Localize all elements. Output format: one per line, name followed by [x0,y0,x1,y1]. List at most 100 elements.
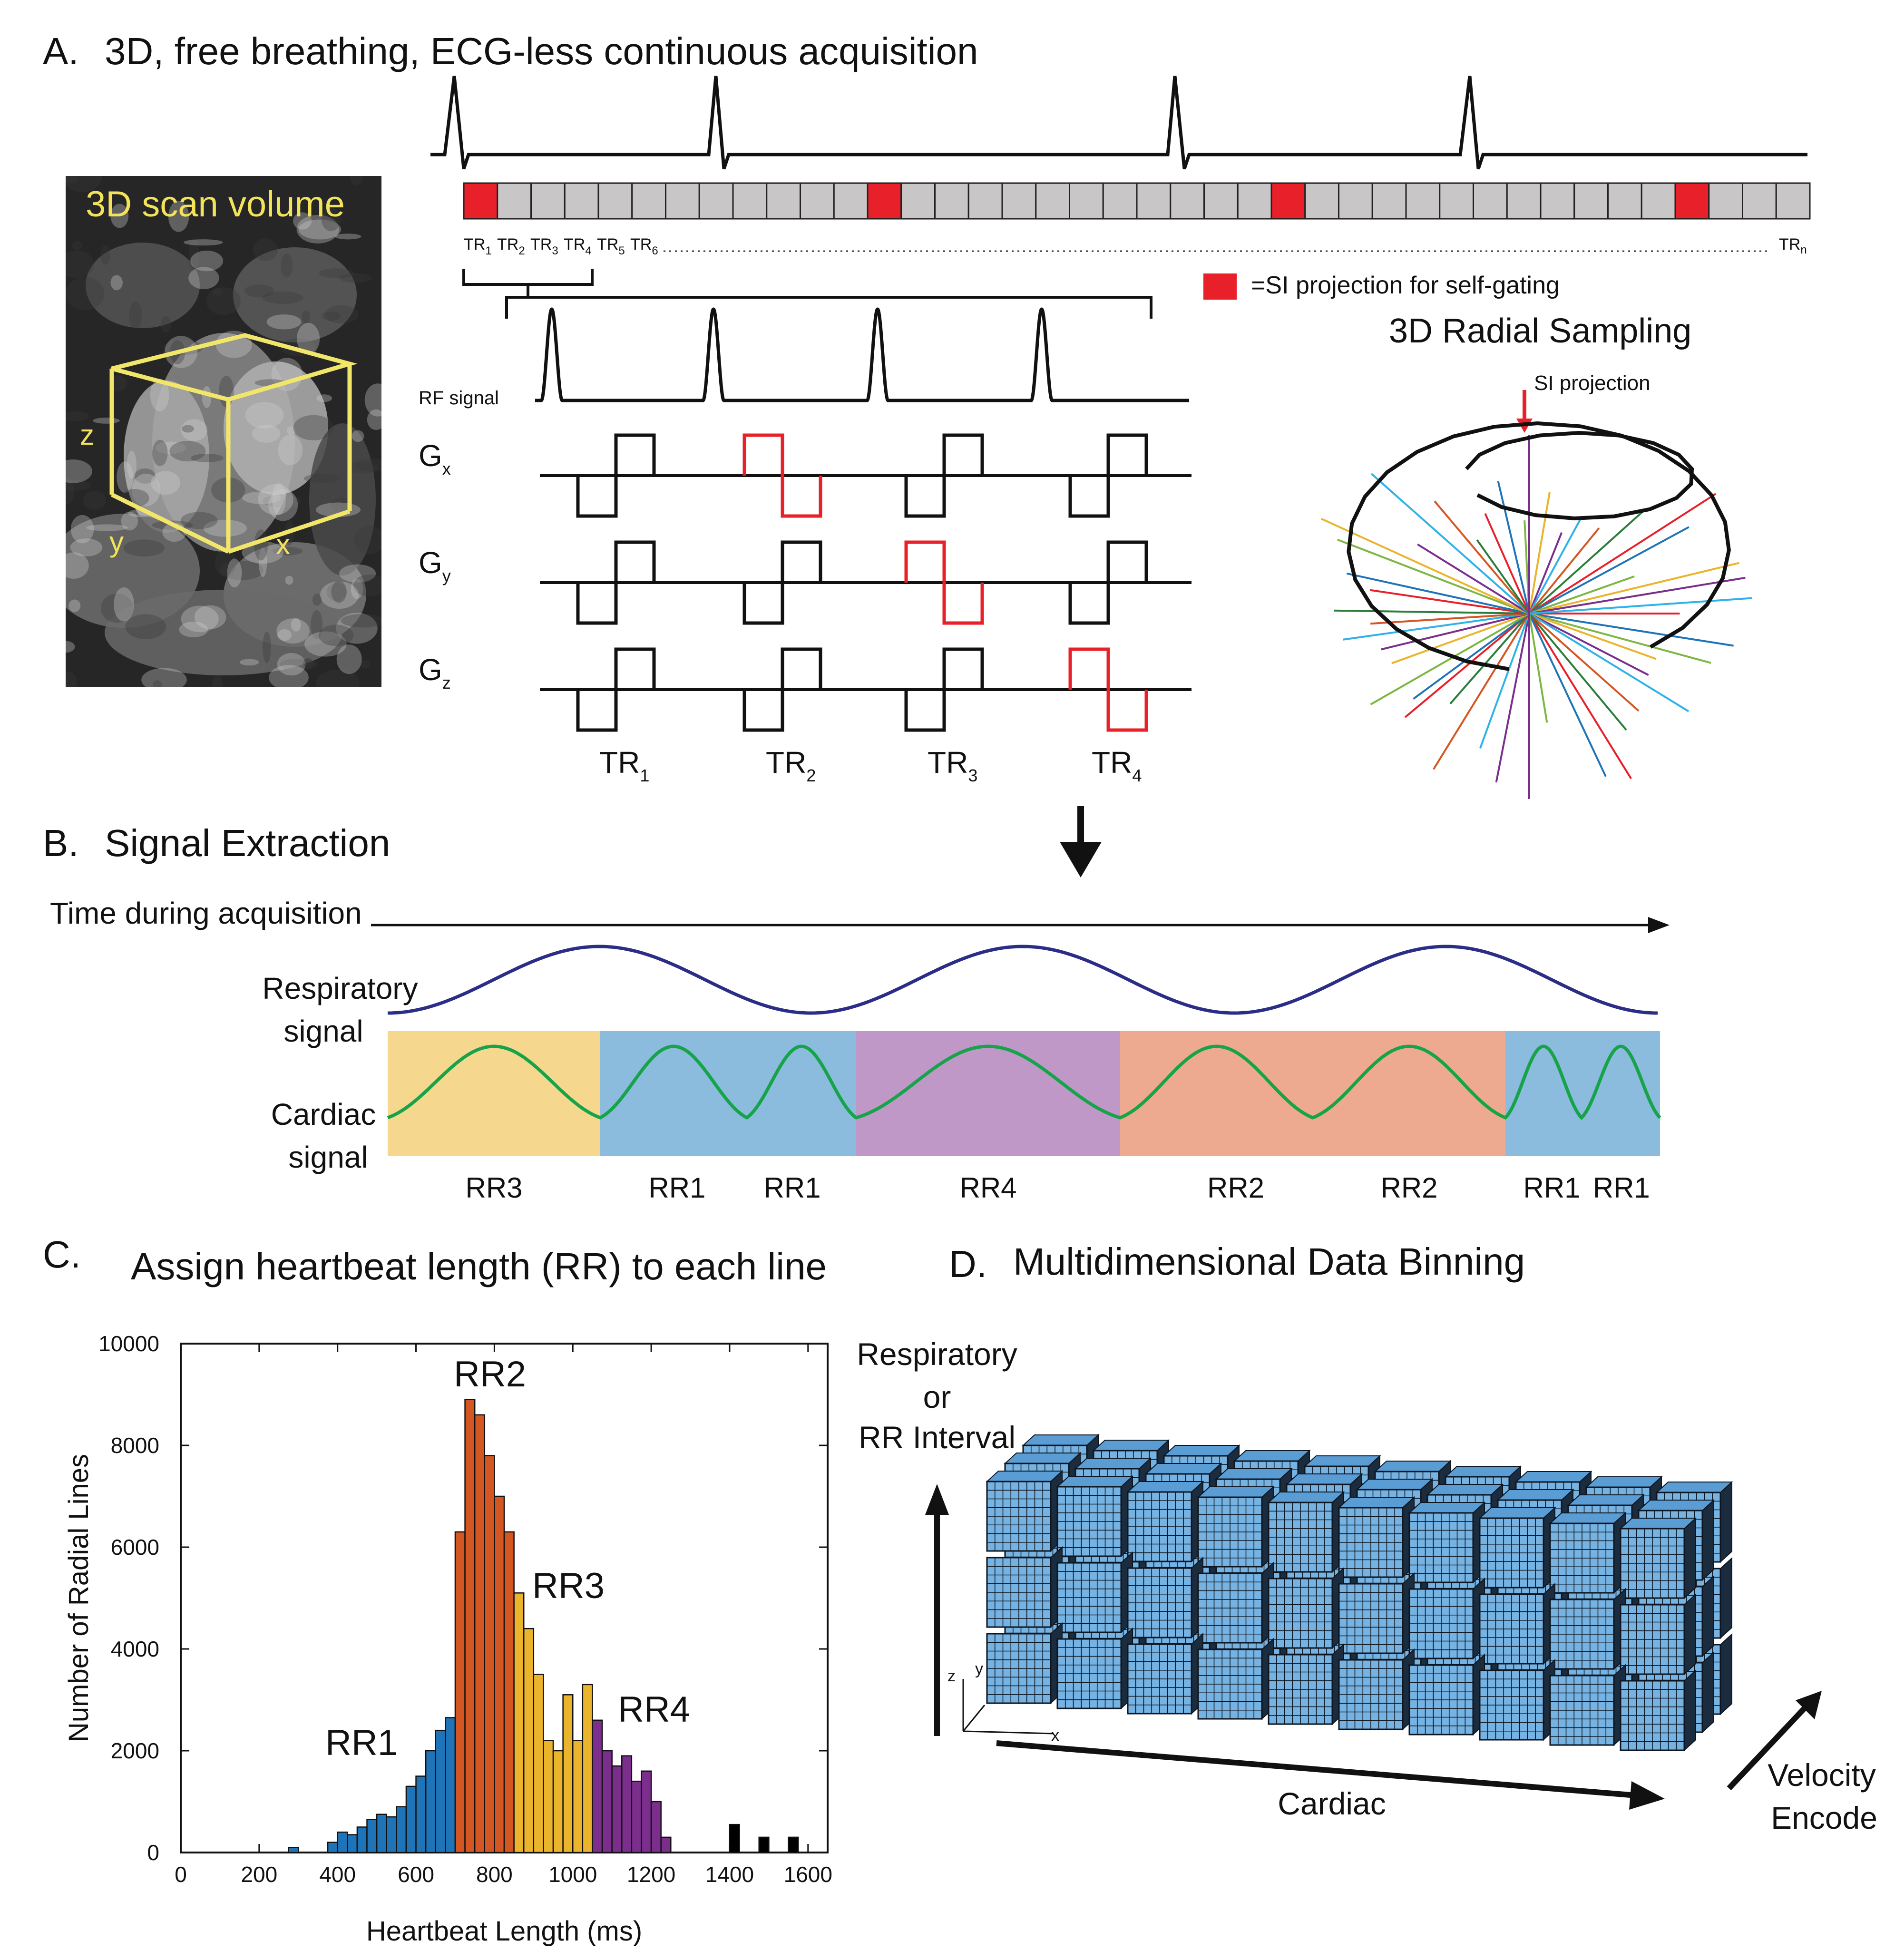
mri-speckle [276,618,310,644]
tr-label: TR2 [497,235,525,257]
radial-spoke [1321,517,1530,614]
gradient-waveforms [540,433,1192,732]
tr-cell [698,182,734,220]
mini-axis-z: z [947,1667,956,1685]
bin-cube-side [1684,1517,1696,1599]
gradient-lobe [1068,433,1148,518]
data-bin-cubes [986,1433,1733,1752]
mri-speckle [277,653,306,676]
mri-speckle [212,675,223,687]
histogram-bar [356,1826,368,1853]
radial-title: 3D Radial Sampling [1389,312,1691,350]
histogram-bar [513,1592,525,1853]
si-projection-cell [463,182,498,220]
mri-speckle [321,312,341,321]
legend-text: =SI projection for self-gating [1251,272,1560,299]
velocity-axis-arrow-head [1796,1691,1822,1719]
tr-label: TR4 [564,235,592,257]
panel-b-letter: B. [43,822,79,864]
bin-cube-top [1444,1466,1522,1477]
mri-speckle [123,539,165,557]
tr-cell [1338,182,1373,220]
radial-spoke [1529,613,1649,676]
mri-speckle [324,305,359,323]
bin-cube-side [1702,1651,1714,1734]
histogram-bar [405,1785,417,1853]
mri-speckle [253,238,278,261]
mri-speckle [141,668,187,687]
x-tick-label: 400 [319,1862,356,1887]
vertical-axis-label-line2: or [923,1379,951,1414]
radial-spoke [1528,492,1551,614]
radial-spoke [1370,613,1530,625]
tr-cell [900,182,936,220]
gradient-lobe [576,647,656,732]
mri-speckle [66,459,92,483]
mri-speckle [227,558,242,588]
gradient-lobe [904,433,984,518]
mri-speckle [169,441,206,462]
radial-spoke [1529,575,1635,614]
respiratory-signal-trace [387,945,1658,1015]
ecg-trace [430,76,1807,170]
tr-cell [1708,182,1743,220]
mri-speckle [190,453,224,463]
mri-speckle [303,658,314,669]
mri-speckle [319,268,354,279]
radial-spoke [1433,613,1530,770]
histogram-bar [474,1414,486,1853]
histogram-bar [425,1750,437,1853]
radial-spoke [1343,613,1530,641]
vertical-axis-arrow-head [925,1484,949,1515]
mri-speckle [272,546,303,556]
mri-speckle [263,632,271,663]
mri-speckle [304,631,347,657]
bin-cube-top [986,1471,1064,1482]
histogram-bar [582,1684,593,1853]
x-tick-label: 800 [476,1862,513,1887]
histogram-bar [396,1806,407,1853]
mri-speckle [293,415,334,440]
radial-spoke [1528,613,1548,723]
gradient-lobe [1068,540,1148,625]
resp-label-line2: signal [283,1014,363,1048]
bin-cube-side [1720,1481,1732,1563]
radial-spoke [1528,613,1632,780]
histogram-bar [347,1834,358,1853]
gradient-lobe-highlighted [742,433,822,518]
radial-spoke [1479,613,1530,749]
panel-a-title: 3D, free breathing, ECG-less continuous … [105,30,978,72]
mri-speckle [66,478,75,505]
rr-segment [388,1031,600,1156]
histogram-bar [572,1740,584,1853]
legend-swatch [1203,273,1237,300]
bin-cube-top [1549,1512,1627,1524]
radial-spoke [1334,609,1530,614]
radial-spoke [1413,613,1530,700]
histogram-bar [327,1842,338,1853]
histogram-bar [788,1836,799,1853]
velocity-label-line1: Velocity [1768,1757,1875,1793]
bin-cube-side [1720,1633,1732,1716]
histogram-bar [337,1831,348,1853]
radial-spoke [1370,613,1530,705]
mri-speckle [190,250,224,272]
tr-cell [1102,182,1138,220]
mri-speckle [182,425,194,433]
mri-speckle [100,245,110,265]
mri-label: 3D scan volume [86,184,345,224]
tr-bottom-label: TR1 [599,745,649,785]
mri-speckle [355,458,381,472]
mri-speckle [252,424,281,443]
rr-segment-label: RR4 [959,1172,1016,1204]
rr-segment-label: RR2 [1380,1172,1437,1204]
vertical-axis-label-line1: Respiratory [857,1336,1017,1372]
tr-cell [800,182,835,220]
radial-spoke [1528,493,1717,614]
rr-segment-label: RR1 [763,1172,820,1204]
rf-signal-label: RF signal [419,388,499,409]
histogram-bar [435,1729,446,1853]
bin-cube-top [1585,1476,1663,1488]
